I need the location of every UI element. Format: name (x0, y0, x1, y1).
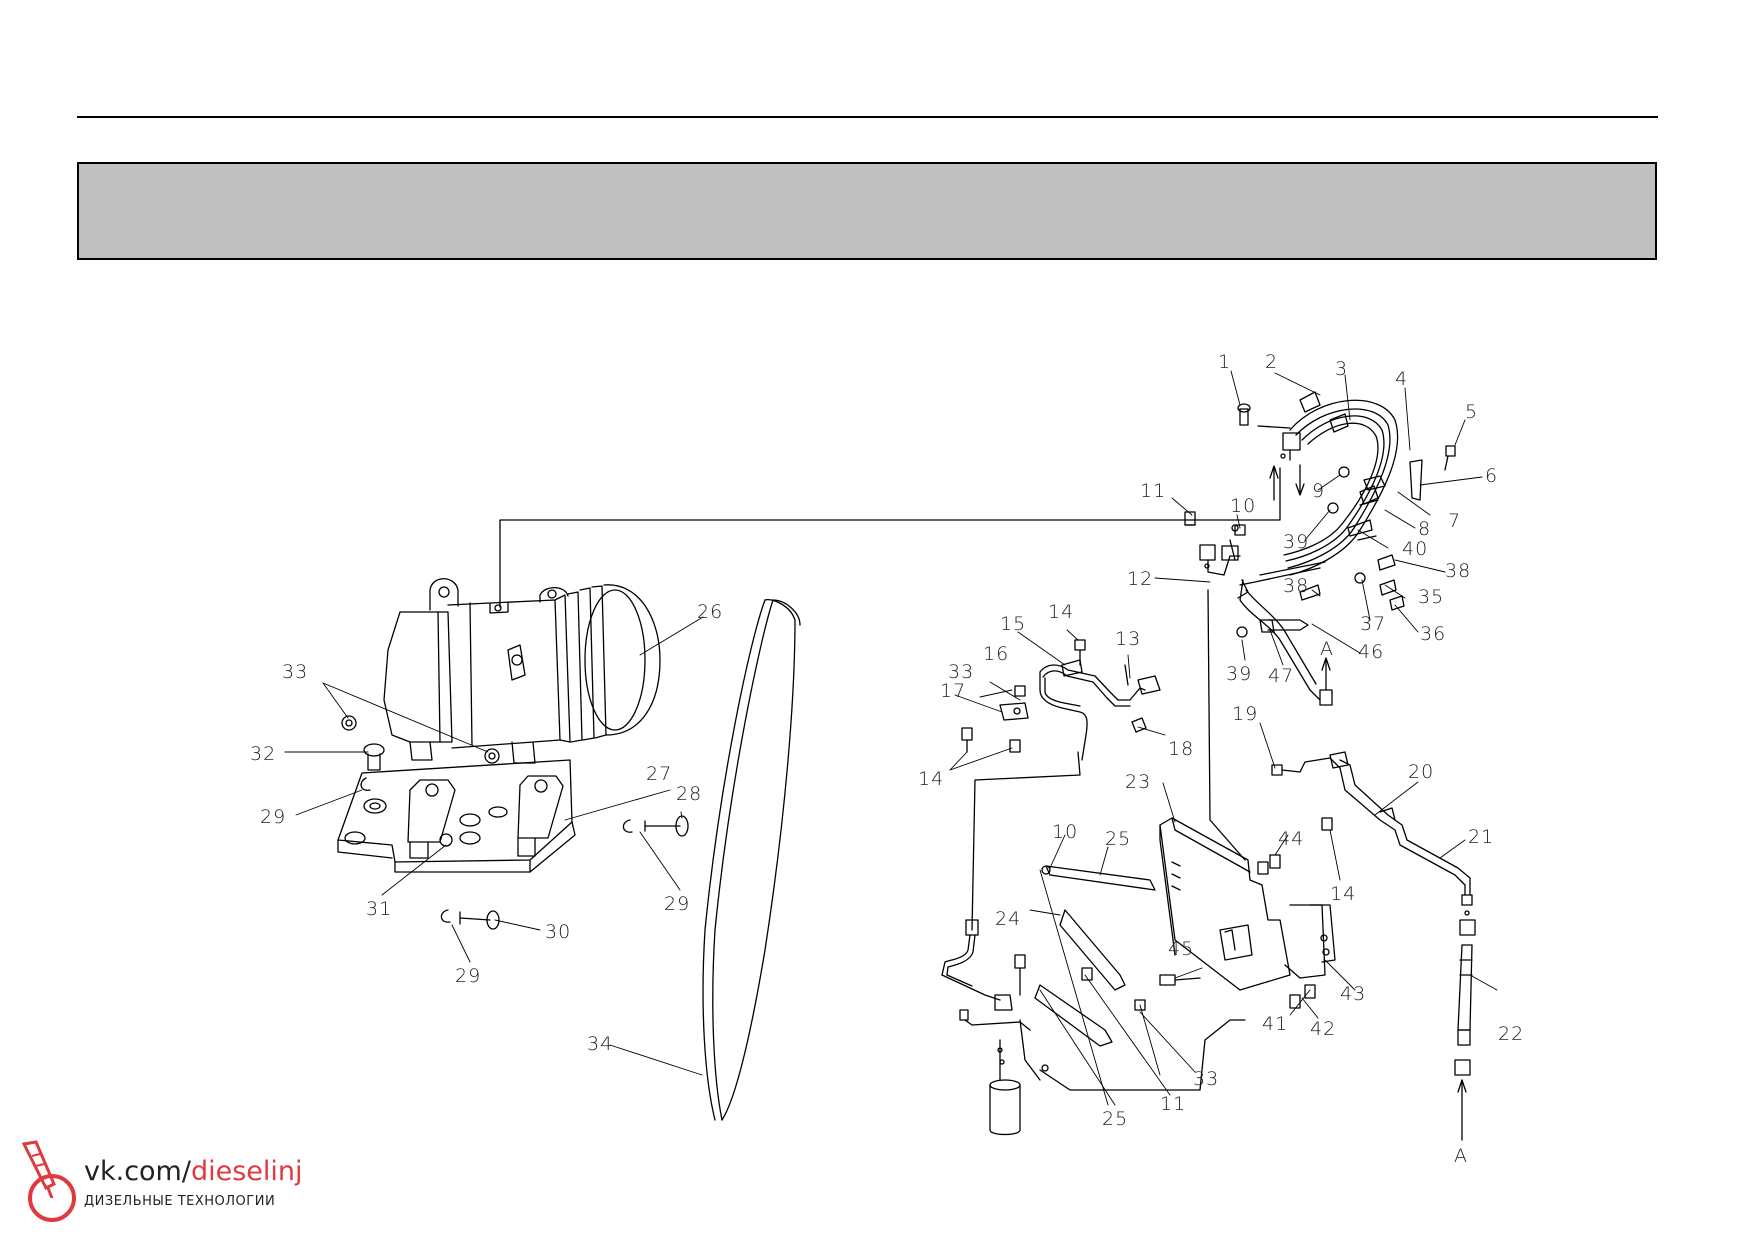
callout-41: 41 (1262, 1013, 1288, 1035)
callout-18: 18 (1168, 738, 1194, 760)
callout-27: 27 (646, 763, 672, 785)
callout-38-right: 38 (1445, 560, 1471, 582)
watermark-url: vk.com/dieselinj (84, 1156, 303, 1187)
callout-33-mid: 33 (948, 661, 974, 683)
connection-line-compressor (499, 467, 1281, 608)
callout-10-low: 10 (1052, 821, 1078, 843)
callout-11-top: 11 (1140, 480, 1166, 502)
view-marker-a-top: A (1320, 638, 1334, 660)
callout-39-bottom: 39 (1226, 663, 1252, 685)
watermark-prefix: vk.com/ (84, 1156, 191, 1187)
callout-25-low: 25 (1102, 1108, 1128, 1130)
callout-29-left: 29 (260, 806, 286, 828)
callout-31: 31 (366, 898, 392, 920)
callout-3: 3 (1335, 358, 1348, 380)
callout-28: 28 (676, 783, 702, 805)
callout-23: 23 (1125, 771, 1151, 793)
callout-34: 34 (587, 1033, 613, 1055)
callout-39-top: 39 (1283, 531, 1309, 553)
callout-17: 17 (940, 680, 966, 702)
suction-pipe-assembly (941, 639, 1246, 1136)
callout-21: 21 (1468, 826, 1494, 848)
callout-13: 13 (1115, 628, 1141, 650)
callout-2: 2 (1265, 351, 1278, 373)
callout-46: 46 (1358, 641, 1384, 663)
callout-30: 30 (545, 921, 571, 943)
injector-logo-icon (21, 1140, 76, 1222)
callout-26: 26 (697, 601, 723, 623)
callout-5: 5 (1465, 401, 1478, 423)
condenser-assembly (1034, 817, 1336, 1047)
callout-33-left: 33 (282, 661, 308, 683)
watermark-subtitle: ДИЗЕЛЬНЫЕ ТЕХНОЛОГИИ (84, 1194, 276, 1209)
callout-15: 15 (1000, 613, 1026, 635)
callout-33-low: 33 (1193, 1068, 1219, 1090)
callout-43: 43 (1340, 983, 1366, 1005)
callout-12: 12 (1127, 568, 1153, 590)
watermark-name: dieselinj (190, 1156, 303, 1187)
callout-44: 44 (1278, 828, 1304, 850)
view-marker-a-bottom: A (1454, 1145, 1468, 1167)
callout-24: 24 (995, 908, 1021, 930)
callout-22: 22 (1498, 1023, 1524, 1045)
callout-6: 6 (1485, 465, 1498, 487)
callout-32: 32 (250, 743, 276, 765)
callout-47: 47 (1268, 665, 1294, 687)
watermark: vk.com/dieselinj ДИЗЕЛЬНЫЕ ТЕХНОЛОГИИ (14, 1140, 314, 1230)
callout-19: 19 (1232, 703, 1258, 725)
callout-10-top: 10 (1230, 495, 1256, 517)
callout-25-top: 25 (1105, 828, 1131, 850)
callout-35: 35 (1418, 586, 1444, 608)
callout-labels: 1 2 3 4 5 6 7 8 9 10 11 12 39 40 38 35 3… (250, 351, 1524, 1167)
callout-1: 1 (1218, 351, 1231, 373)
compressor-bracket (337, 759, 576, 873)
callout-42: 42 (1310, 1018, 1336, 1040)
callout-29-bottom: 29 (455, 965, 481, 987)
callout-14-left: 14 (918, 768, 944, 790)
leader-lines (284, 370, 1498, 1106)
callout-7: 7 (1448, 510, 1461, 532)
callout-36: 36 (1420, 623, 1446, 645)
callout-11-low: 11 (1160, 1093, 1186, 1115)
callout-4: 4 (1395, 368, 1408, 390)
header-band (77, 162, 1657, 260)
top-rule (77, 116, 1658, 118)
upper-hose-assembly (1184, 391, 1456, 861)
callout-20: 20 (1408, 761, 1434, 783)
callout-14-top: 14 (1048, 601, 1074, 623)
callout-14-right: 14 (1330, 883, 1356, 905)
callout-37: 37 (1360, 613, 1386, 635)
callout-16: 16 (983, 643, 1009, 665)
callout-40: 40 (1402, 538, 1428, 560)
callout-8: 8 (1418, 518, 1431, 540)
discharge-line-assembly (1271, 751, 1476, 1141)
fasteners-left (341, 715, 689, 930)
compressor (383, 578, 661, 764)
callout-45: 45 (1168, 938, 1194, 960)
callout-38-mid: 38 (1283, 575, 1309, 597)
drive-belt (702, 599, 801, 1121)
callout-29-right: 29 (664, 893, 690, 915)
callout-9: 9 (1312, 480, 1325, 502)
